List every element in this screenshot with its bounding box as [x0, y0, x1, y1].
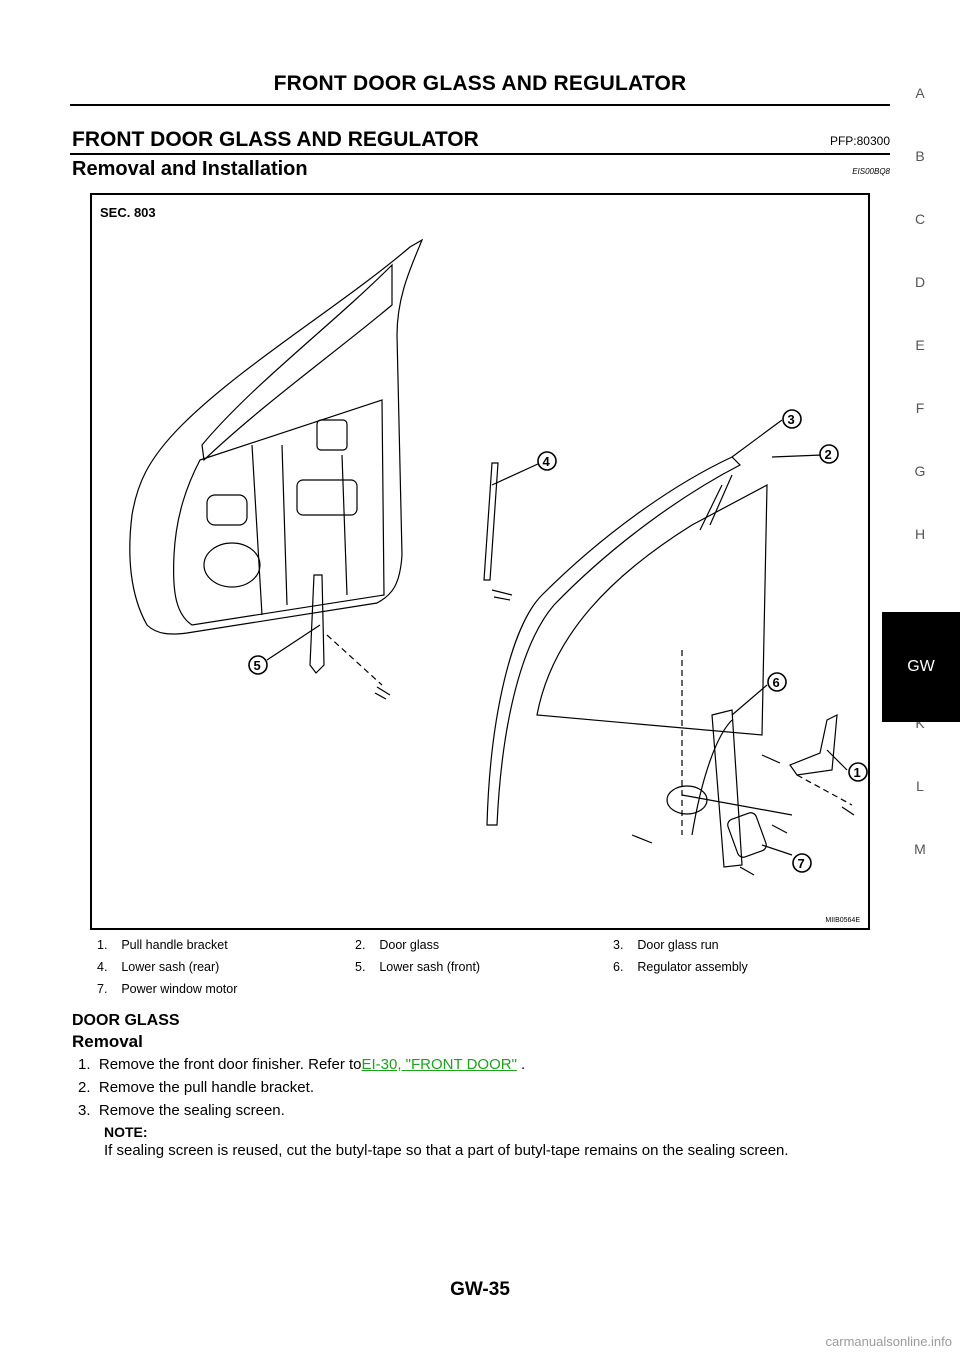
svg-text:1: 1: [854, 765, 861, 780]
section-title: FRONT DOOR GLASS AND REGULATOR: [72, 128, 479, 151]
callout-2: 2: [819, 444, 839, 464]
legend-item: 3. Door glass run: [613, 938, 719, 952]
figure-code: MIIB0564E: [825, 917, 860, 924]
svg-text:7: 7: [798, 856, 805, 871]
speaker-hole: [203, 542, 261, 588]
exploded-view-figure: SEC. 803: [90, 193, 870, 930]
content-subheading: Removal: [72, 1032, 143, 1051]
header-rule: [70, 104, 890, 106]
legend-item: 4. Lower sash (rear): [97, 960, 220, 974]
door-rib: [251, 444, 348, 616]
bolt-5: [374, 686, 391, 700]
cross-reference-link[interactable]: EI-30, "FRONT DOOR": [361, 1056, 517, 1073]
thumb-tab-d[interactable]: D: [914, 274, 926, 290]
bolt-e: [841, 806, 855, 816]
section-rule: [70, 153, 890, 155]
bolt-c: [771, 824, 788, 834]
svg-text:4: 4: [543, 454, 551, 469]
door-cutout-2: [296, 479, 358, 516]
thumb-tab-gw-active[interactable]: GW: [882, 612, 960, 722]
bolt-4: [491, 589, 513, 601]
thumb-tab-l[interactable]: L: [916, 778, 924, 794]
thumb-tab-g[interactable]: G: [914, 463, 926, 479]
legend-item: 5. Lower sash (front): [355, 960, 481, 974]
legend-item: 2. Door glass: [355, 938, 440, 952]
step-item: 2. Remove the pull handle bracket.: [78, 1079, 314, 1096]
door-diagram: 1 2 3 4 5 6 7: [129, 238, 868, 876]
bolt-a: [761, 754, 781, 764]
section-code: EIS00BQ8: [852, 167, 890, 176]
page-header-title: FRONT DOOR GLASS AND REGULATOR: [273, 72, 687, 95]
power-window-motor: [727, 812, 767, 858]
callout-5: 5: [248, 655, 268, 675]
thumb-tab-f[interactable]: F: [915, 400, 925, 416]
callout-3: 3: [782, 409, 802, 429]
note-label: NOTE:: [104, 1124, 148, 1140]
regulator-pulley: [666, 785, 708, 815]
subsection-title: Removal and Installation: [72, 158, 308, 180]
pull-handle-bracket: [789, 713, 838, 776]
door-window-frame: [201, 263, 393, 462]
thumb-tab-b[interactable]: B: [915, 148, 925, 164]
step-item: 3. Remove the sealing screen.: [78, 1102, 285, 1119]
door-panel-outline: [129, 238, 424, 635]
door-glass: [536, 483, 768, 736]
legend-item: 7. Power window motor: [97, 982, 238, 996]
legend-item: 1. Pull handle bracket: [97, 938, 228, 952]
door-glass-run: [486, 456, 742, 826]
thumb-tab-k[interactable]: K: [915, 715, 925, 731]
svg-text:2: 2: [825, 447, 832, 462]
note-text: If sealing screen is reused, cut the but…: [104, 1142, 789, 1159]
figure-section-label: SEC. 803: [100, 205, 156, 220]
lower-sash-front: [309, 574, 325, 674]
svg-text:5: 5: [254, 658, 261, 673]
page-number: GW-35: [450, 1279, 510, 1300]
callout-4: 4: [537, 451, 557, 471]
callout-6: 6: [767, 672, 787, 692]
watermark: carmanualsonline.info: [825, 1334, 952, 1349]
door-inner-panel: [172, 399, 385, 626]
thumb-tab-a[interactable]: A: [915, 85, 925, 101]
legend-item: 6. Regulator assembly: [613, 960, 748, 974]
callout-1: 1: [848, 762, 868, 782]
bolt-d: [739, 866, 755, 876]
pfp-code: PFP:80300: [829, 134, 890, 148]
lower-sash-rear: [483, 462, 499, 581]
bolt-b: [631, 834, 653, 844]
regulator-rail: [711, 709, 743, 868]
thumb-tab-e[interactable]: E: [915, 337, 925, 353]
content-heading: DOOR GLASS: [72, 1012, 180, 1029]
svg-text:6: 6: [773, 675, 780, 690]
svg-text:3: 3: [788, 412, 795, 427]
thumb-tab-m[interactable]: M: [914, 841, 926, 857]
step-item: 1. Remove the front door finisher. Refer…: [78, 1056, 526, 1073]
regulator-arm: [681, 719, 793, 836]
thumb-tab-h[interactable]: H: [914, 526, 926, 542]
door-cutout-1: [206, 494, 248, 526]
door-cutout-3: [316, 419, 348, 451]
callout-7: 7: [792, 853, 812, 873]
thumb-tab-c[interactable]: C: [914, 211, 926, 227]
